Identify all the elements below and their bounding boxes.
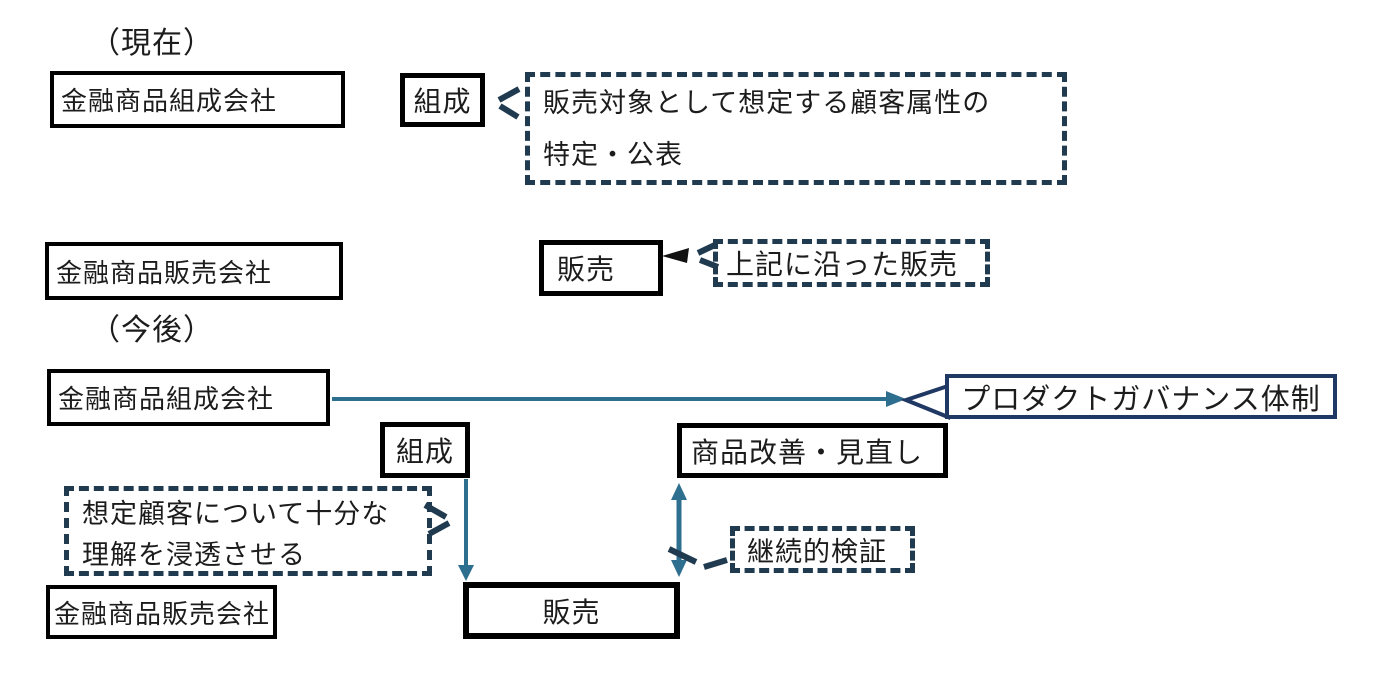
composition-to-sales-arrow — [458, 479, 474, 581]
improvement-box: 商品改善・見直し — [677, 423, 948, 478]
governance-box: プロダクトガバナンス体制 — [945, 374, 1337, 419]
improvement-sales-double-arrow — [671, 483, 687, 577]
current-seller-box: 金融商品販売会社 — [45, 242, 343, 300]
note-line: 特定・公表 — [543, 140, 683, 170]
understanding-note: 想定顧客について十分な 理解を浸透させる — [64, 486, 432, 576]
composition-note-pointer — [497, 86, 521, 120]
future-seller-box: 金融商品販売会社 — [46, 585, 277, 639]
label-future: （今後） — [90, 314, 214, 347]
current-sales-box: 販売 — [539, 240, 663, 296]
future-composition-box: 組成 — [380, 422, 470, 478]
current-composition-box: 組成 — [400, 73, 485, 127]
label-current: （現在） — [90, 27, 214, 60]
governance-callout-pointer — [900, 383, 950, 420]
current-sales-note: 上記に沿った販売 — [713, 239, 990, 287]
sales-note-arrowhead — [662, 248, 689, 263]
note-line: 想定顧客について十分な — [82, 499, 390, 529]
future-sales-box: 販売 — [463, 582, 680, 639]
verification-note: 継続的検証 — [730, 526, 915, 573]
future-maker-box: 金融商品組成会社 — [47, 369, 330, 426]
note-line: 理解を浸透させる — [82, 540, 306, 570]
governance-arrowhead — [886, 391, 906, 407]
current-maker-box: 金融商品組成会社 — [50, 71, 345, 128]
verification-note-pointer — [667, 546, 728, 570]
note-line: 販売対象として想定する顧客属性の — [543, 88, 991, 118]
current-composition-note: 販売対象として想定する顧客属性の 特定・公表 — [525, 72, 1067, 185]
